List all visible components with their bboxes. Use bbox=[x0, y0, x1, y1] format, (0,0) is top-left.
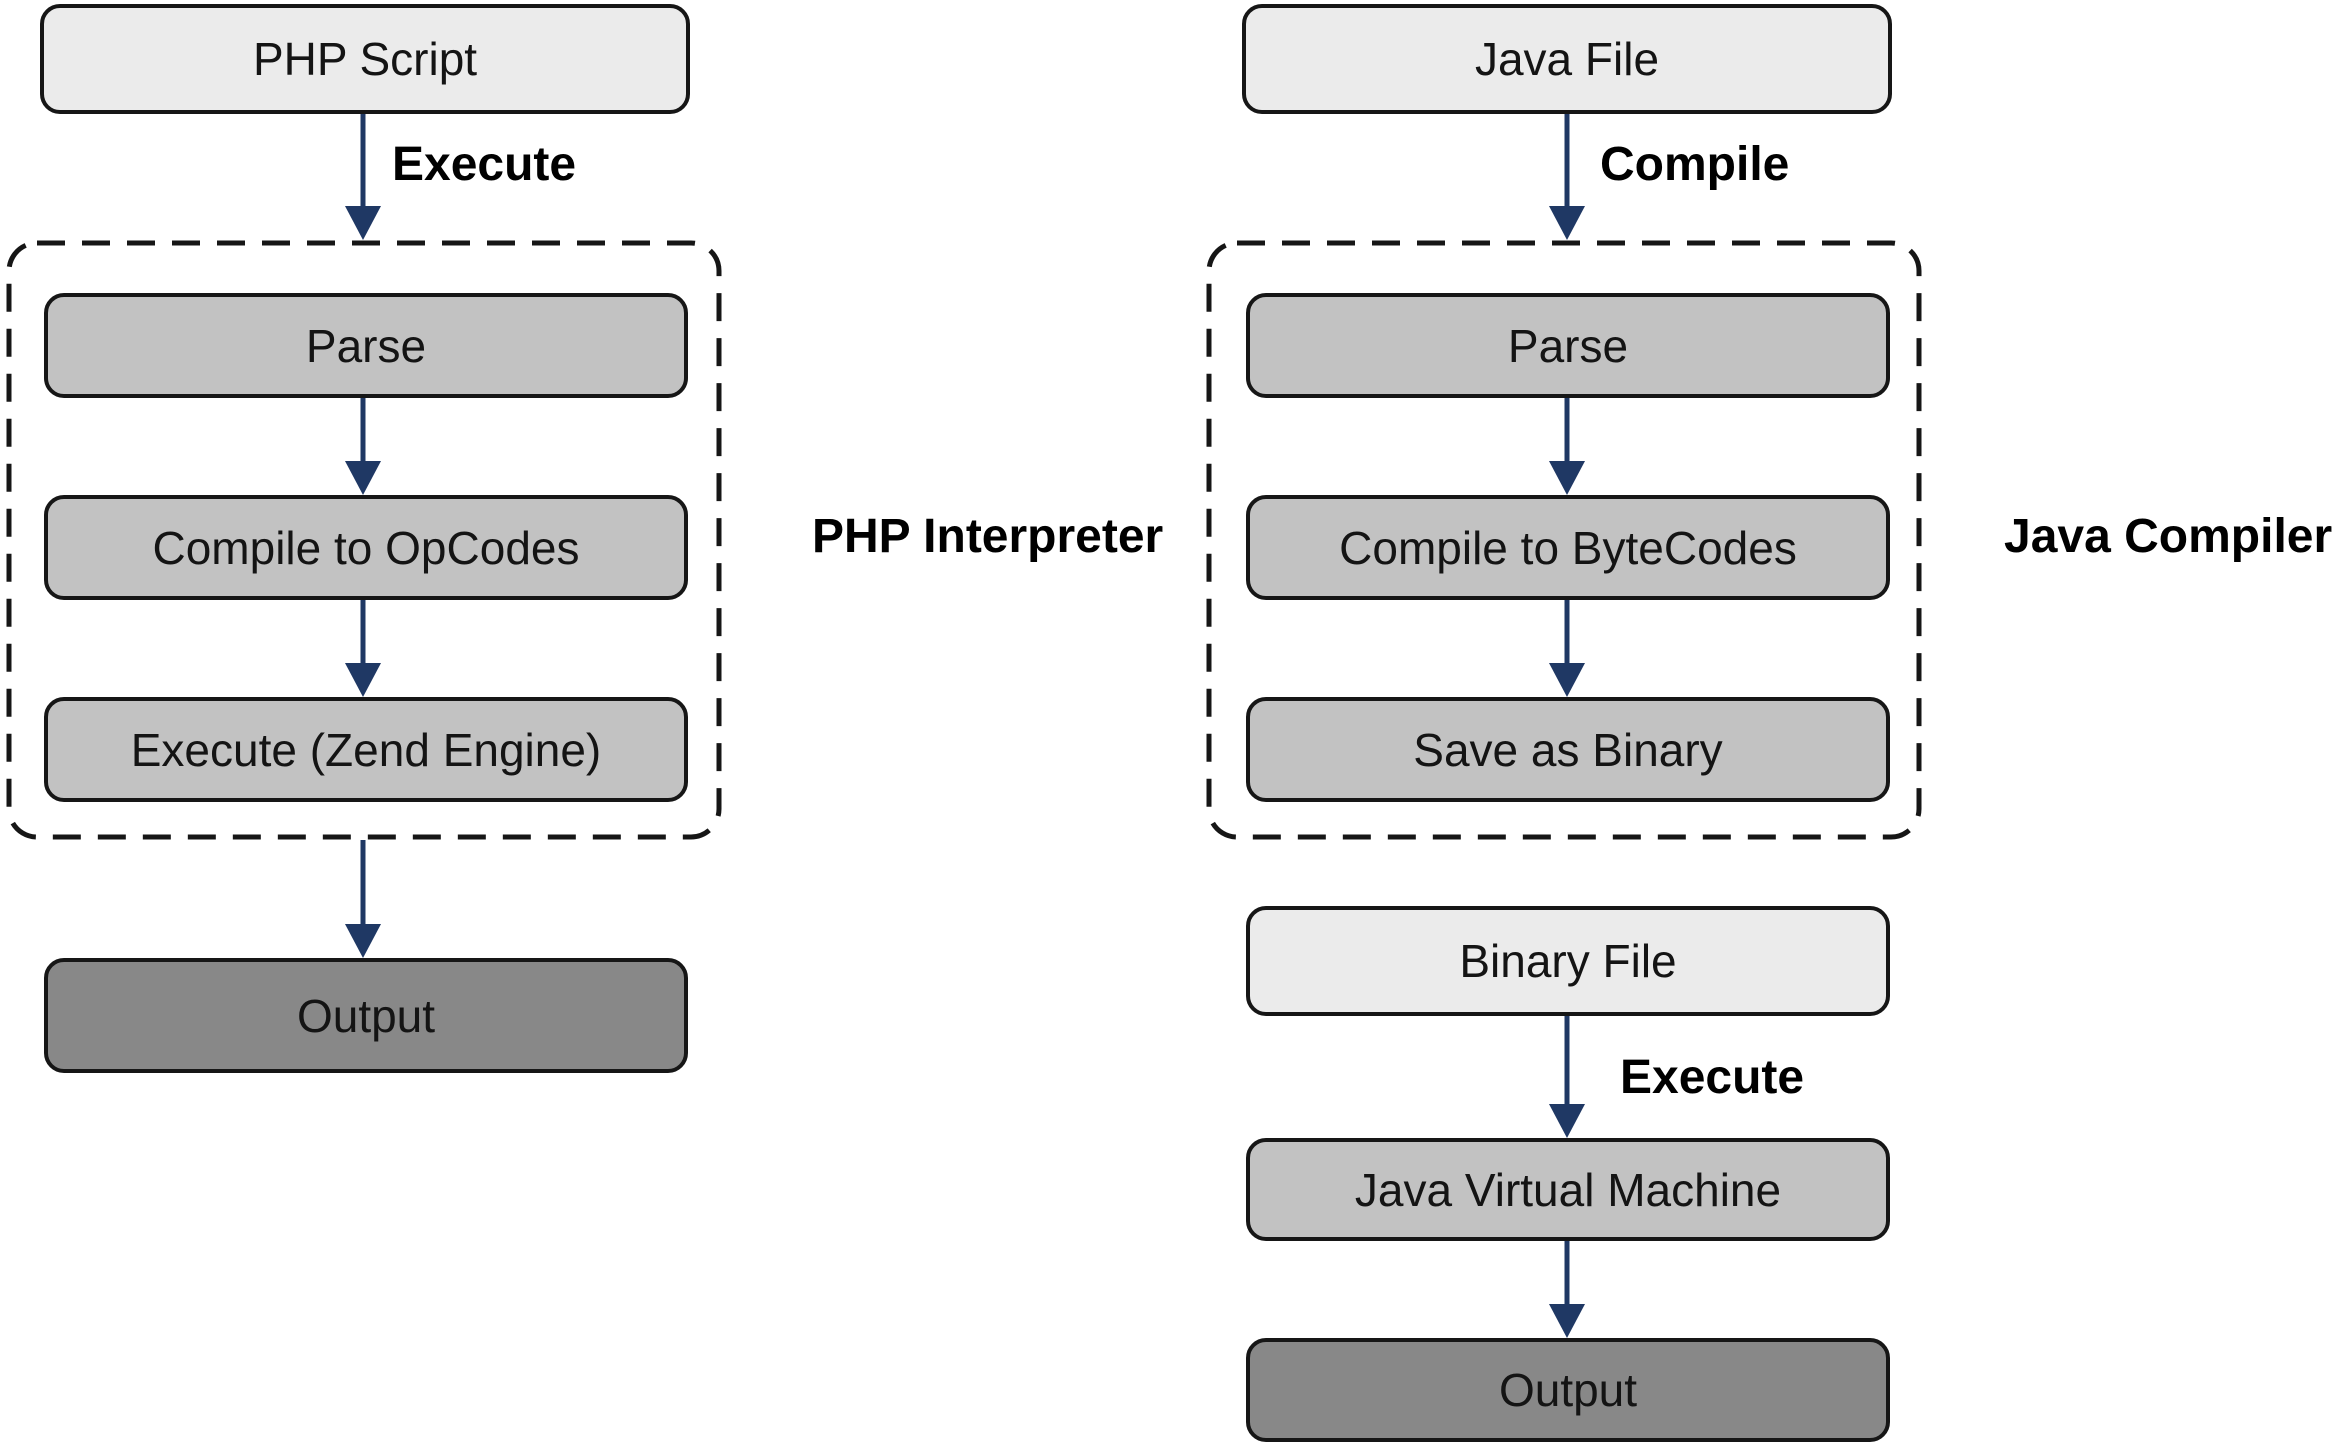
dashed-border bbox=[1206, 240, 1922, 840]
php-script-label: PHP Script bbox=[252, 33, 478, 85]
java-compiler-container bbox=[1206, 240, 1922, 840]
php-execute-edge-label: Execute bbox=[392, 138, 577, 191]
arrow-shaft bbox=[1564, 114, 1570, 208]
arrow-php-parse-to-opcodes bbox=[345, 398, 381, 495]
php-interpreter-container-label: PHP Interpreter bbox=[812, 510, 1164, 563]
arrow-shaft bbox=[360, 398, 366, 463]
java-compiler-container-label: Java Compiler bbox=[2004, 510, 2333, 563]
java-step-parse-box: Parse bbox=[1246, 293, 1890, 398]
php-step-zend-box: Execute (Zend Engine) bbox=[44, 697, 688, 802]
arrow-shaft bbox=[1564, 1016, 1570, 1106]
arrow-shaft bbox=[360, 840, 366, 926]
php-step-zend-label: Execute (Zend Engine) bbox=[130, 723, 602, 776]
java-step-save-binary-label: Save as Binary bbox=[1413, 723, 1723, 776]
arrow-binary-file-to-jvm bbox=[1549, 1016, 1585, 1138]
arrow-shaft bbox=[360, 600, 366, 665]
arrow-head-icon bbox=[1549, 663, 1585, 697]
arrow-php-opcodes-to-zend bbox=[345, 600, 381, 697]
java-file-label: Java File bbox=[1474, 33, 1660, 85]
java-file-box: Java File bbox=[1242, 4, 1892, 114]
arrow-shaft bbox=[1564, 600, 1570, 665]
arrow-head-icon bbox=[1549, 1304, 1585, 1338]
java-step-save-binary-box: Save as Binary bbox=[1246, 697, 1890, 802]
arrow-java-parse-to-bytecodes bbox=[1549, 398, 1585, 495]
arrow-shaft bbox=[1564, 398, 1570, 463]
java-step-bytecodes-box: Compile to ByteCodes bbox=[1246, 495, 1890, 600]
arrow-php-interpreter-to-output bbox=[345, 840, 381, 958]
arrow-head-icon bbox=[345, 663, 381, 697]
arrow-jvm-to-output bbox=[1549, 1241, 1585, 1338]
java-output-label: Output bbox=[1498, 1364, 1638, 1416]
java-output-box: Output bbox=[1246, 1338, 1890, 1442]
arrow-java-bytecodes-to-save bbox=[1549, 600, 1585, 697]
php-step-parse-box: Parse bbox=[44, 293, 688, 398]
arrow-head-icon bbox=[1549, 461, 1585, 495]
arrow-java-file-to-compiler bbox=[1549, 114, 1585, 240]
jvm-label: Java Virtual Machine bbox=[1354, 1163, 1782, 1216]
php-output-box: Output bbox=[44, 958, 688, 1073]
php-interpreter-container bbox=[6, 240, 722, 840]
java-step-bytecodes-label: Compile to ByteCodes bbox=[1339, 521, 1797, 574]
arrow-shaft bbox=[1564, 1241, 1570, 1306]
binary-file-label: Binary File bbox=[1459, 935, 1677, 987]
php-output-label: Output bbox=[296, 989, 436, 1042]
php-step-opcodes-label: Compile to OpCodes bbox=[152, 521, 580, 574]
php-step-opcodes-box: Compile to OpCodes bbox=[44, 495, 688, 600]
java-step-parse-label: Parse bbox=[1507, 319, 1629, 372]
jvm-box: Java Virtual Machine bbox=[1246, 1138, 1890, 1241]
arrow-php-script-to-interpreter bbox=[345, 114, 381, 240]
java-compile-edge-label: Compile bbox=[1600, 138, 1790, 191]
binary-file-box: Binary File bbox=[1246, 906, 1890, 1016]
arrow-head-icon bbox=[345, 461, 381, 495]
java-execute-edge-label: Execute bbox=[1620, 1051, 1805, 1104]
arrow-head-icon bbox=[345, 924, 381, 958]
php-script-box: PHP Script bbox=[40, 4, 690, 114]
php-step-parse-label: Parse bbox=[305, 319, 427, 372]
arrow-head-icon bbox=[1549, 1104, 1585, 1138]
arrow-head-icon bbox=[1549, 206, 1585, 240]
dashed-border bbox=[6, 240, 722, 840]
arrow-shaft bbox=[360, 114, 366, 208]
arrow-head-icon bbox=[345, 206, 381, 240]
